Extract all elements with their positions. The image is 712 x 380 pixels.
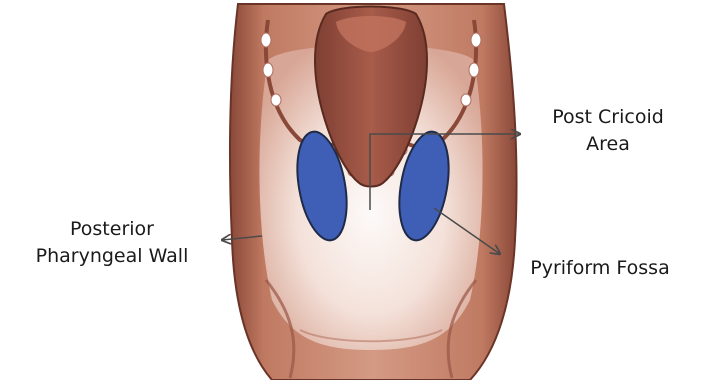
pyriform-label-line-1: Pyriform Fossa [500,255,700,282]
posterior-label-line-1: Posterior [12,216,212,243]
posterior-pharyngeal-wall-label: Posterior Pharyngeal Wall [12,216,212,270]
post-cricoid-label-line-1: Post Cricoid [520,104,696,131]
pyriform-fossa-label: Pyriform Fossa [500,255,700,282]
posterior-label-line-2: Pharyngeal Wall [12,243,212,270]
post-cricoid-label-line-2: Area [520,131,696,158]
post-cricoid-area-label: Post Cricoid Area [520,104,696,158]
